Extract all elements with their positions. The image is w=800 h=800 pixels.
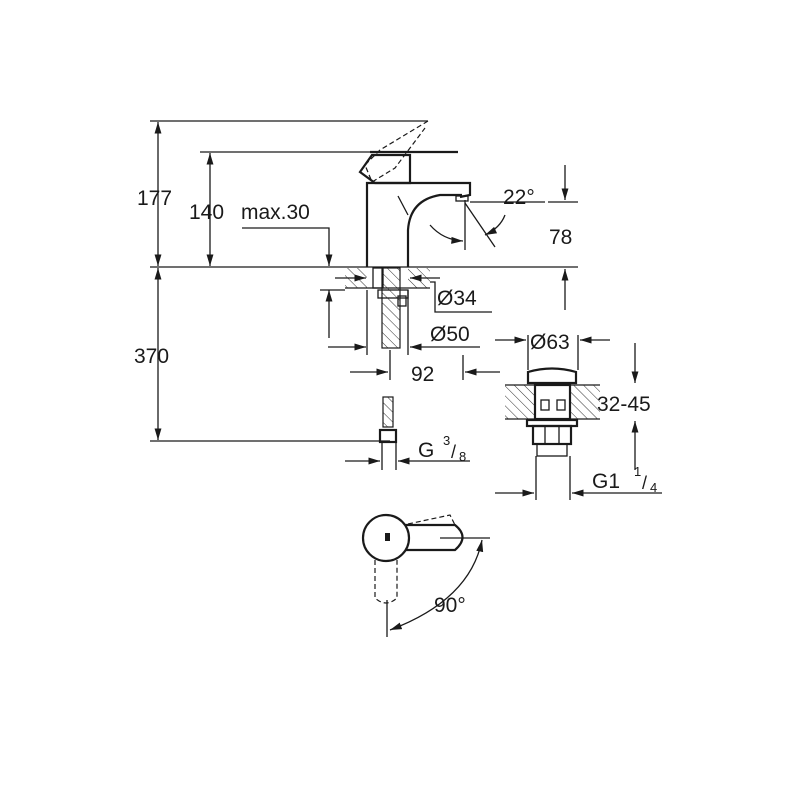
- fraction-slash: /: [451, 442, 456, 462]
- faucet-top-view: [361, 513, 490, 637]
- label-waste-thread: G1: [592, 470, 620, 493]
- label-spout-angle: 22°: [503, 186, 535, 209]
- waste-valve: [505, 367, 600, 500]
- label-hose-length: 370: [134, 345, 169, 368]
- label-base-diameter: Ø50: [430, 323, 470, 346]
- dimension-labels: 177 140 max.30 22° 78 370 Ø34 Ø50 92 Ø63…: [134, 186, 657, 617]
- dimension-lines: [154, 121, 662, 497]
- label-hole-diameter: Ø34: [437, 287, 477, 310]
- label-waste-thread-den: 4: [650, 480, 657, 495]
- label-lever-height: 140: [189, 201, 224, 224]
- label-hose-thread: G: [418, 439, 434, 462]
- label-waste-thread-num: 1: [634, 464, 641, 479]
- label-deck-thickness: max.30: [241, 201, 310, 224]
- label-spout-reach: 92: [411, 363, 434, 386]
- label-waste-head-diameter: Ø63: [530, 331, 570, 354]
- label-basin-thickness: 32-45: [597, 393, 651, 416]
- label-spout-height: 78: [549, 226, 572, 249]
- label-hose-thread-den: 8: [459, 449, 466, 464]
- hose-connector: [378, 396, 398, 470]
- label-total-height: 177: [137, 187, 172, 210]
- reference-lines: [150, 120, 578, 442]
- faucet-side-view: [358, 120, 472, 267]
- label-hose-thread-num: 3: [443, 433, 450, 448]
- label-lever-rotation: 90°: [434, 594, 466, 617]
- fraction-slash: /: [642, 473, 647, 493]
- deck-section: [345, 267, 430, 349]
